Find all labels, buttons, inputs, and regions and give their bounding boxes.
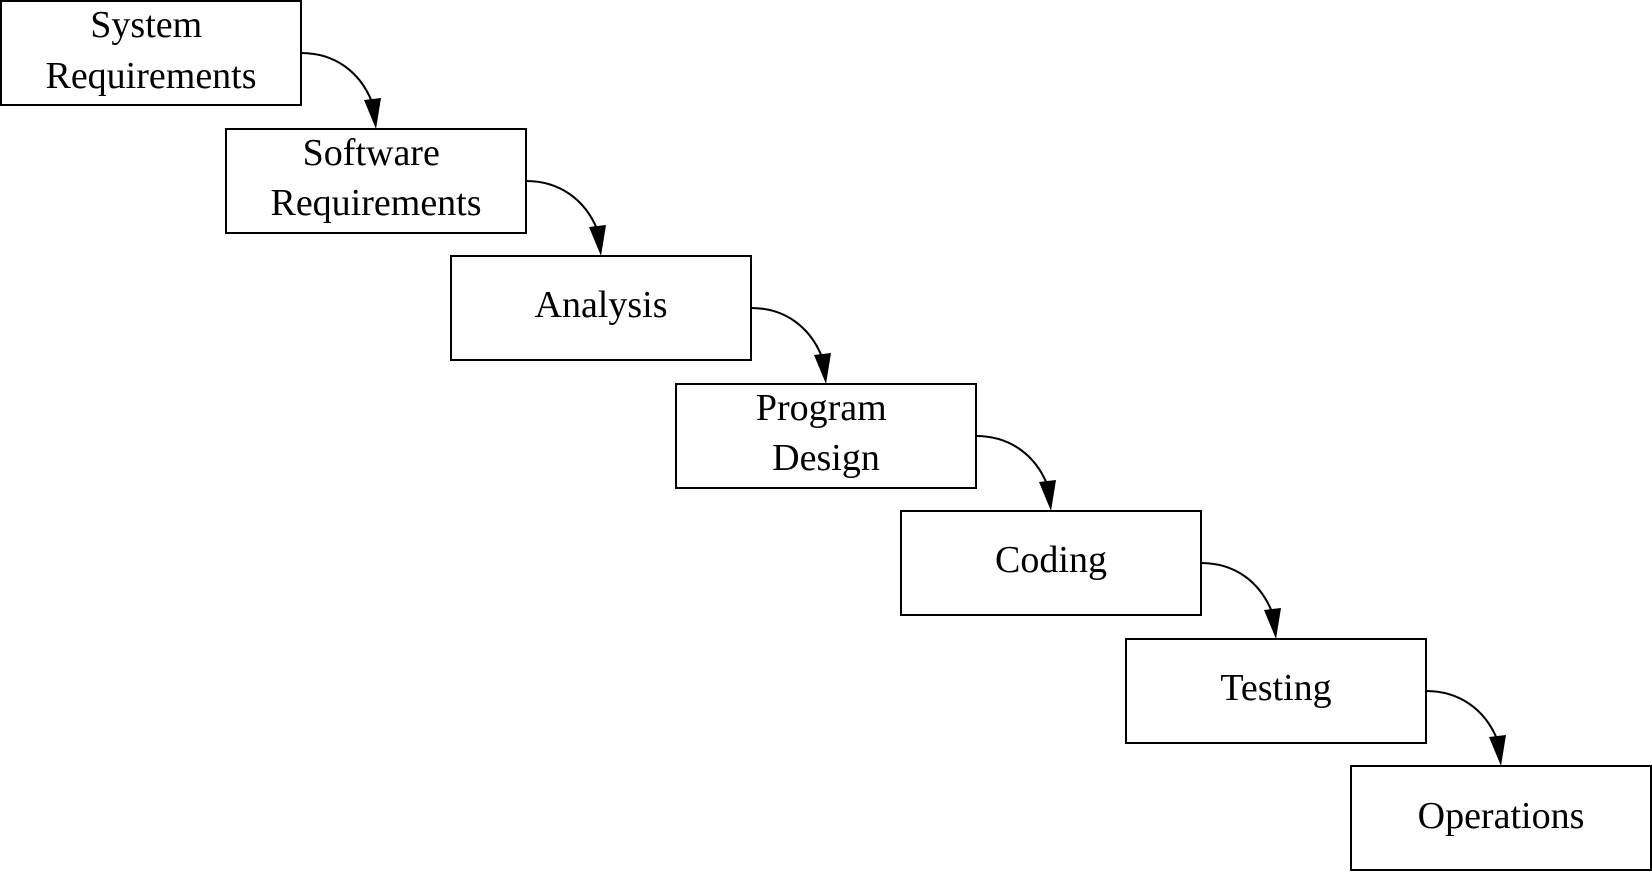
- stage-analysis: Analysis: [450, 255, 752, 361]
- stage-box: [1125, 638, 1427, 744]
- arrowhead: [364, 98, 381, 129]
- arrowhead: [589, 225, 606, 256]
- connector-2-to-3: [525, 180, 606, 256]
- arrowhead: [1489, 735, 1506, 766]
- connector-6-to-7: [1425, 690, 1506, 766]
- connector-1-to-2: [300, 52, 381, 129]
- stage-operations: Operations: [1350, 765, 1652, 871]
- arrowhead: [1264, 608, 1281, 639]
- stage-label: Testing: [1220, 667, 1331, 709]
- stage-system-requirements: System Requirements: [0, 0, 302, 106]
- stage-label: Operations: [1418, 795, 1585, 837]
- stage-label: Program Design: [756, 387, 896, 479]
- arrowhead: [1039, 480, 1056, 511]
- connector-3-to-4: [750, 307, 831, 384]
- connector-4-to-5: [975, 435, 1056, 511]
- connector-5-to-6: [1200, 562, 1281, 639]
- stage-box: [0, 0, 302, 106]
- stage-label: Analysis: [535, 284, 668, 326]
- stage-label: Software Requirements: [270, 132, 481, 224]
- stage-program-design: Program Design: [675, 383, 977, 489]
- stage-label: System Requirements: [45, 4, 256, 97]
- stage-coding: Coding: [900, 510, 1202, 616]
- arrowhead: [814, 353, 831, 384]
- stage-box: [1350, 765, 1652, 871]
- stage-testing: Testing: [1125, 638, 1427, 744]
- stage-label: Coding: [995, 539, 1107, 581]
- stage-software-requirements: Software Requirements: [225, 128, 527, 234]
